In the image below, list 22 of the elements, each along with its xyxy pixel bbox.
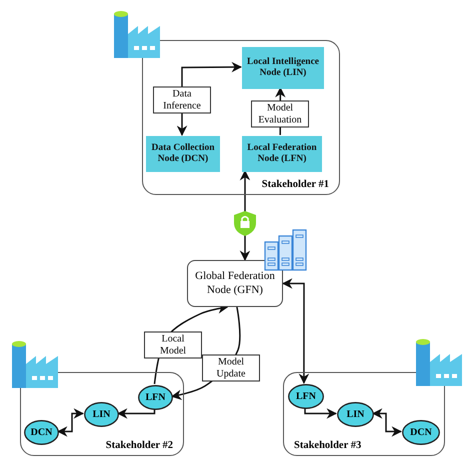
- node-label: LFN: [296, 391, 316, 402]
- node-box: Data Collection Node (DCN): [146, 136, 220, 172]
- edge-label: Model Evaluation: [251, 100, 309, 128]
- node-label: LFN: [146, 392, 166, 403]
- stakeholder-label: Stakeholder #3: [294, 440, 362, 451]
- edge-label: Data Inference: [153, 86, 211, 114]
- node-box: Global Federation Node (GFN): [187, 260, 283, 307]
- node-label: LIN: [92, 409, 110, 420]
- edge-label: Model Update: [202, 354, 260, 382]
- node-label: DCN: [410, 427, 432, 438]
- arrow: [116, 408, 156, 419]
- node-label: LIN: [346, 409, 364, 420]
- node-box: Local Intelligence Node (LIN): [242, 47, 324, 89]
- arrow: [304, 408, 338, 419]
- stakeholder-label: Stakeholder #2: [106, 440, 173, 451]
- arrow: [372, 408, 402, 437]
- edge-label: Local Model: [144, 332, 202, 358]
- arrow: [56, 408, 84, 437]
- node-label: DCN: [30, 427, 52, 438]
- stakeholder-label: Stakeholder #1: [262, 179, 329, 190]
- arrow: [282, 278, 310, 384]
- node-box: Local Federation Node (LFN): [242, 136, 322, 172]
